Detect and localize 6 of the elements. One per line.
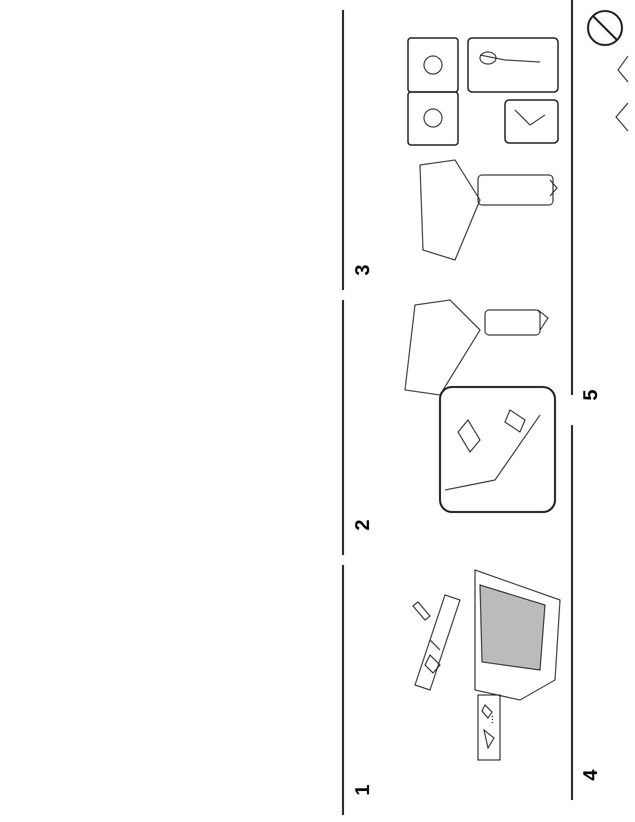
step-number: 5 [581, 388, 601, 403]
step-number: 3 [353, 263, 373, 278]
step-number: 2 [353, 518, 373, 533]
step-number: 4 [581, 768, 601, 783]
step-number: 1 [353, 783, 373, 798]
more-parts-mark: ... [485, 714, 496, 724]
